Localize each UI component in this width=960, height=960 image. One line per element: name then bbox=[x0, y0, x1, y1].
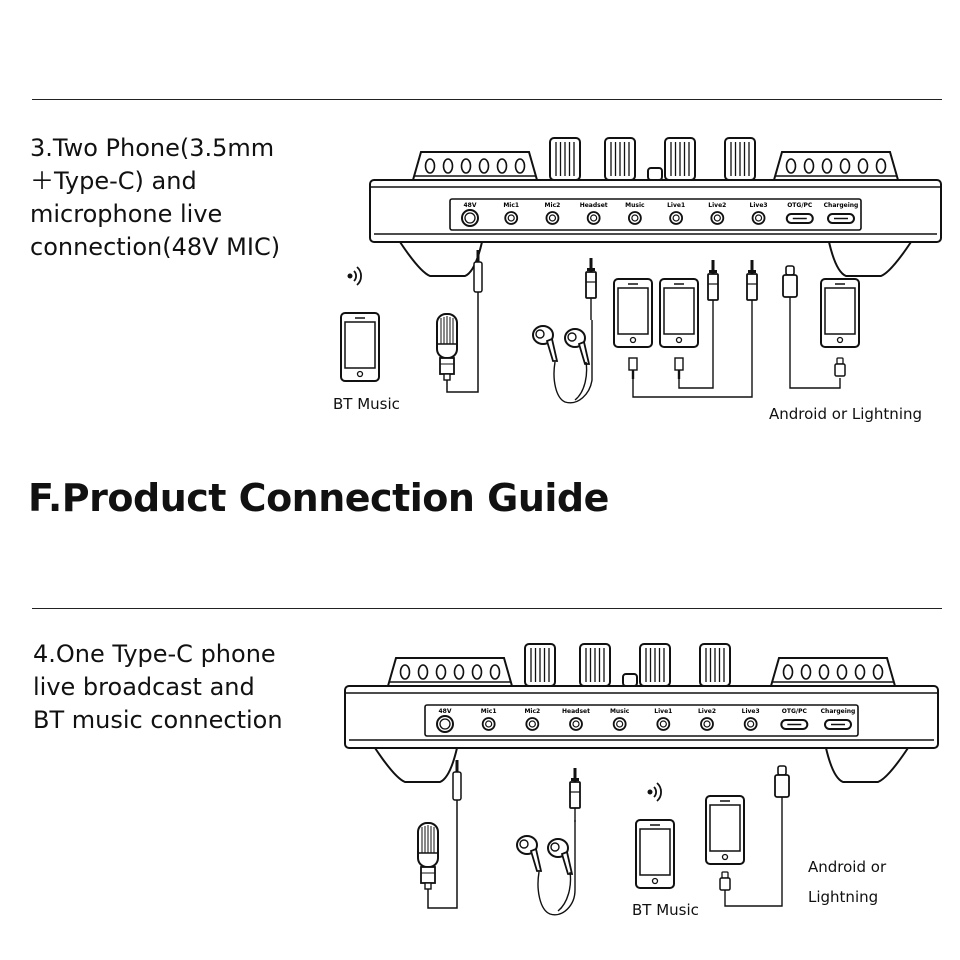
port-label-live2: Live2 bbox=[708, 202, 726, 209]
port-label-live3: Live3 bbox=[742, 708, 760, 715]
jack-plug-icon bbox=[674, 357, 684, 380]
microphone-icon bbox=[417, 822, 439, 890]
section3-android-label: Android or Lightning bbox=[769, 405, 923, 423]
usb-c-plug-icon bbox=[834, 357, 846, 377]
earphones-icon bbox=[516, 820, 576, 916]
usb-c-plug-icon bbox=[782, 265, 798, 298]
usb-c-plug-icon bbox=[719, 871, 731, 891]
port-label-48v: 48V bbox=[439, 708, 452, 715]
port-label-chargeing: Chargeing bbox=[821, 708, 856, 715]
port-label-headset: Headset bbox=[580, 202, 608, 209]
port-label-chargeing: Chargeing bbox=[824, 202, 859, 209]
port-label-otg-pc: OTG/PC bbox=[787, 202, 813, 209]
port-label-live2: Live2 bbox=[698, 708, 716, 715]
jack-plug-icon bbox=[585, 257, 597, 299]
jack-plug-icon bbox=[452, 760, 462, 801]
port-label-headset: Headset bbox=[562, 708, 590, 715]
usb-c-plug-icon bbox=[774, 765, 790, 798]
port-label-otg-pc: OTG/PC bbox=[782, 708, 808, 715]
jack-plug-icon bbox=[746, 259, 758, 301]
port-label-music: Music bbox=[625, 202, 645, 209]
bluetooth-icon bbox=[346, 266, 362, 286]
phone-icon bbox=[705, 795, 745, 865]
section3-title-line: connection(48V MIC) bbox=[30, 233, 281, 261]
section3-bt-music-label: BT Music bbox=[333, 395, 400, 413]
port-label-live3: Live3 bbox=[750, 202, 768, 209]
section4-android-label-line2: Lightning bbox=[808, 888, 879, 906]
port-label-mic2: Mic2 bbox=[545, 202, 561, 209]
port-label-live1: Live1 bbox=[654, 708, 672, 715]
jack-plug-icon bbox=[473, 250, 483, 293]
mixer-device-section4: 48V Mic1 Mic2 Headset Music Live1 Live2 Live3 OT… bbox=[344, 643, 939, 783]
section4-title-line: BT music connection bbox=[33, 706, 283, 734]
port-label-mic1: Mic1 bbox=[481, 708, 497, 715]
top-divider bbox=[32, 99, 942, 100]
mixer-device-section3: 48V Mic1 Mic2 Headset Music Live1 Live2 Live3 OT… bbox=[369, 137, 942, 277]
bluetooth-icon bbox=[646, 782, 662, 802]
main-heading: F.Product Connection Guide bbox=[28, 476, 609, 520]
jack-plug-icon bbox=[569, 767, 581, 809]
port-label-mic1: Mic1 bbox=[503, 202, 519, 209]
section3-title-line: microphone live bbox=[30, 200, 223, 228]
section3-title-line: 3.Two Phone(3.5mm bbox=[30, 134, 275, 162]
port-label-mic2: Mic2 bbox=[524, 708, 540, 715]
port-label-music: Music bbox=[610, 708, 630, 715]
section4-title-line: live broadcast and bbox=[33, 673, 255, 701]
phone-icon bbox=[820, 278, 860, 348]
port-label-live1: Live1 bbox=[667, 202, 685, 209]
phone-icon bbox=[340, 312, 380, 382]
phone-icon bbox=[613, 278, 653, 348]
section4-title: 4.One Type-C phone live broadcast and BT… bbox=[33, 638, 283, 737]
earphones-icon bbox=[532, 320, 593, 404]
phone-icon bbox=[635, 819, 675, 889]
section3-title: 3.Two Phone(3.5mm ＋Type-C) and microphon… bbox=[30, 132, 280, 264]
section4-title-line: 4.One Type-C phone bbox=[33, 640, 276, 668]
section3-title-line: ＋Type-C) and bbox=[30, 167, 197, 195]
microphone-icon bbox=[436, 313, 458, 381]
section4-android-label-line1: Android or bbox=[808, 858, 887, 876]
phone-icon bbox=[659, 278, 699, 348]
section4-bt-music-label: BT Music bbox=[632, 901, 699, 919]
middle-divider bbox=[32, 608, 942, 609]
jack-plug-icon bbox=[628, 357, 638, 380]
port-label-48v: 48V bbox=[464, 202, 477, 209]
jack-plug-icon bbox=[707, 259, 719, 301]
